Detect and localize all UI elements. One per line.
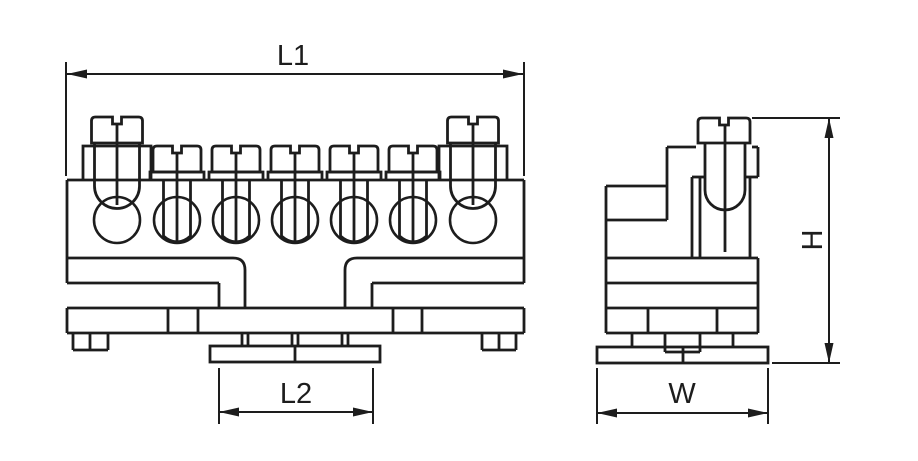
screw-5 — [325, 144, 383, 245]
arrow-right-icon — [353, 407, 373, 417]
side-view: H W — [595, 116, 840, 424]
foot-plate — [208, 344, 382, 364]
front-view: L1 — [65, 40, 526, 424]
screw-2 — [148, 144, 206, 245]
arrow-up-icon — [824, 118, 834, 138]
dimension-l1: L1 — [65, 40, 525, 176]
dimension-label-h: H — [797, 230, 829, 251]
dimension-w: W — [596, 368, 769, 424]
arrow-left-icon — [597, 408, 617, 418]
side-screw — [696, 116, 752, 252]
right-feet — [480, 333, 518, 352]
arrow-down-icon — [824, 343, 834, 363]
arrow-right-icon — [503, 69, 523, 79]
dimension-label-l1: L1 — [277, 40, 309, 72]
base-plate-side — [595, 345, 770, 365]
screw-4 — [266, 144, 324, 245]
dimension-h: H — [752, 117, 840, 364]
screw-3 — [207, 144, 265, 245]
terminal-housing-side — [595, 116, 770, 365]
foot-tabs — [240, 333, 350, 346]
arrow-left-icon — [67, 69, 87, 79]
screw-6 — [384, 144, 442, 245]
dimension-label-w: W — [668, 378, 696, 410]
arrow-left-icon — [219, 407, 239, 417]
screw-1 — [81, 115, 153, 245]
dimension-l2: L2 — [218, 368, 374, 424]
left-feet — [71, 333, 110, 352]
arrow-right-icon — [748, 408, 768, 418]
dimension-label-l2: L2 — [280, 378, 312, 410]
terminal-housing-front — [65, 178, 526, 364]
screw-7 — [437, 115, 509, 245]
